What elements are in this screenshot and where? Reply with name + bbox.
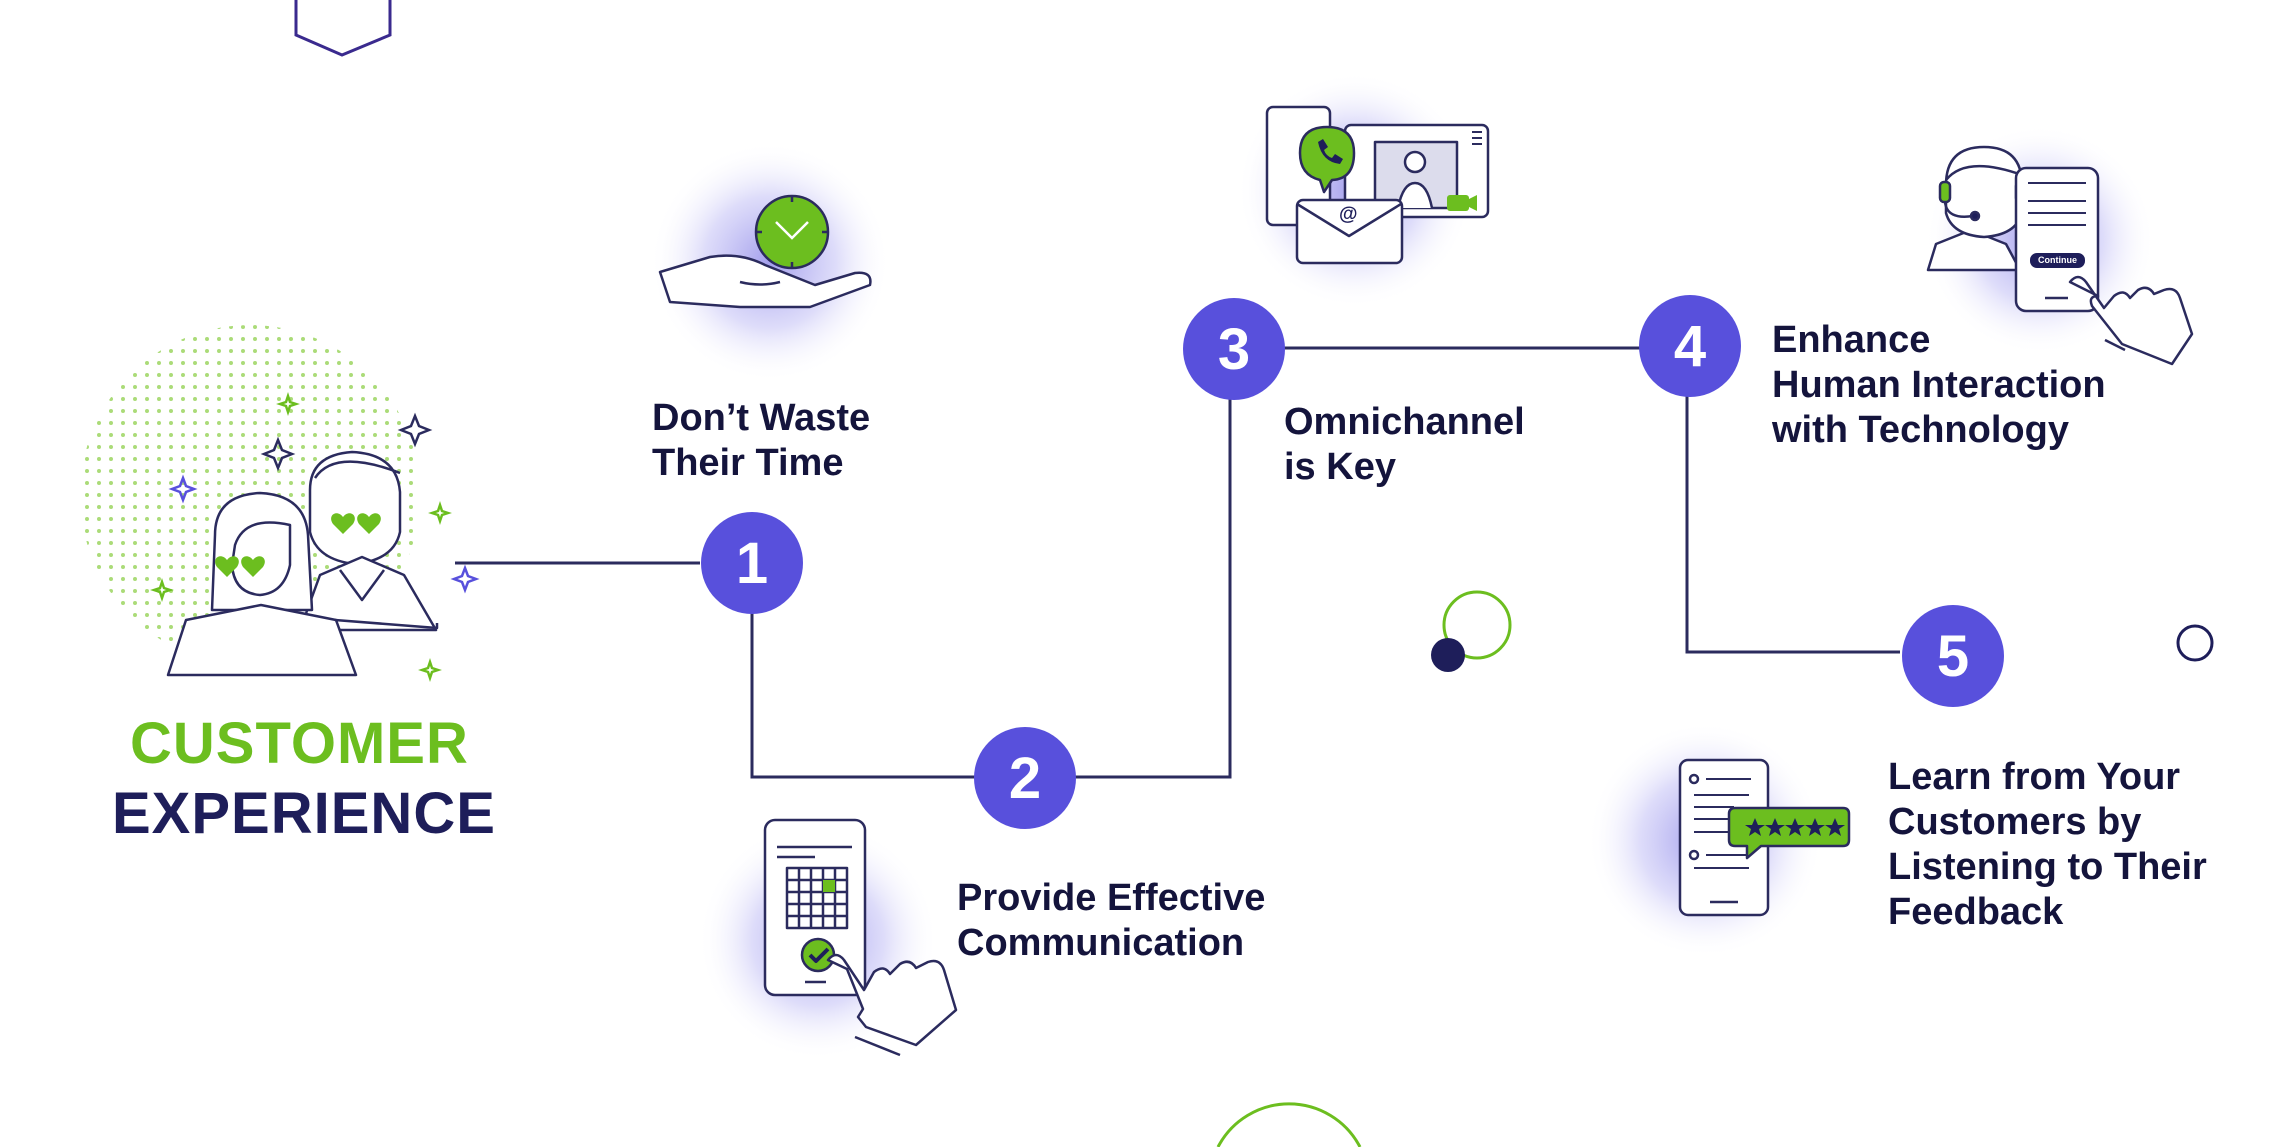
heart-eyes-icon <box>215 513 381 577</box>
step-label-1: Don’t Waste Their Time <box>652 396 870 486</box>
title-customer: CUSTOMER <box>130 711 469 776</box>
step-4-line-3: with Technology <box>1772 409 2069 451</box>
arc-decoration <box>1216 1102 1362 1147</box>
customers-icon <box>166 450 439 677</box>
step-3-line-1: Omnichannel <box>1284 401 1525 443</box>
step-number-1: 1 <box>701 512 803 614</box>
dot-decoration <box>1431 638 1465 672</box>
step-label-2: Provide Effective Communication <box>957 876 1265 966</box>
hand-clock-icon <box>658 194 872 309</box>
step-5-line-4: Feedback <box>1888 891 2064 933</box>
review-stars-icon <box>1678 758 1851 917</box>
title-experience: EXPERIENCE <box>112 781 496 846</box>
step-label-4: Enhance Human Interaction with Technolog… <box>1772 318 2106 453</box>
omnichannel-devices-icon <box>1265 105 1490 265</box>
phone-calendar-tap-icon <box>763 818 958 1057</box>
continue-button-graphic: Continue <box>2038 255 2077 265</box>
agent-phone-tap-icon <box>1926 145 2194 366</box>
ring-decoration <box>1442 590 1512 660</box>
hexagon-decoration <box>294 0 392 57</box>
step-5-line-1: Learn from Your <box>1888 756 2181 798</box>
step-2-line-2: Communication <box>957 922 1245 964</box>
step-number-4: 4 <box>1639 295 1741 397</box>
step-4-line-1: Enhance <box>1772 319 1931 361</box>
step-5-line-3: Listening to Their <box>1888 846 2207 888</box>
step-number-2: 2 <box>974 727 1076 829</box>
step-label-3: Omnichannel is Key <box>1284 400 1525 490</box>
step-1-line-1: Don’t Waste <box>652 397 871 439</box>
step-3-line-2: is Key <box>1284 446 1396 488</box>
step-2-line-1: Provide Effective <box>957 877 1266 919</box>
step-4-line-2: Human Interaction <box>1772 364 2106 406</box>
small-ring-decoration <box>2176 624 2214 662</box>
step-label-5: Learn from Your Customers by Listening t… <box>1888 755 2207 935</box>
step-5-line-2: Customers by <box>1888 801 2142 843</box>
at-sign: @ <box>1339 204 1358 225</box>
sparkle-icons <box>150 392 480 682</box>
step-number-3: 3 <box>1183 298 1285 400</box>
step-number-5: 5 <box>1902 605 2004 707</box>
step-1-line-2: Their Time <box>652 442 844 484</box>
